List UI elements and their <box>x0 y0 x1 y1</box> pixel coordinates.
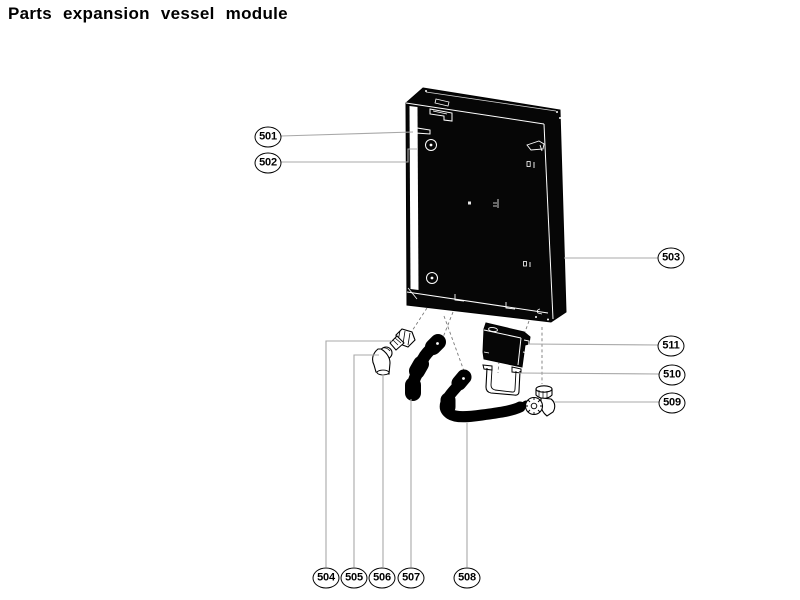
callout-508[interactable]: 508 <box>453 567 481 589</box>
callout-507[interactable]: 507 <box>397 567 425 589</box>
panel-screw-top-icon <box>425 139 437 151</box>
callout-510[interactable]: 510 <box>658 364 686 386</box>
mounting-bracket-top-right-icon <box>526 140 545 152</box>
callout-506[interactable]: 506 <box>368 567 396 589</box>
callout-509[interactable]: 509 <box>658 392 686 414</box>
panel-detail-marks <box>468 161 535 267</box>
callout-504[interactable]: 504 <box>312 567 340 589</box>
leader-lines <box>280 131 660 567</box>
edge-screw-dots <box>425 90 564 321</box>
callout-501[interactable]: 501 <box>254 126 282 148</box>
callout-503[interactable]: 503 <box>657 247 685 269</box>
vessel-body <box>405 87 567 323</box>
callout-505[interactable]: 505 <box>340 567 368 589</box>
u-bracket <box>482 364 522 396</box>
page-title: Parts expansion vessel module <box>8 4 288 23</box>
panel-screw-bottom-icon <box>426 272 438 284</box>
union-elbow-assembly <box>372 328 416 376</box>
hose-long-curved <box>439 369 530 423</box>
callout-502[interactable]: 502 <box>254 152 282 174</box>
union-nut-right-icon <box>535 385 553 399</box>
elbow-fitting-right <box>524 385 556 417</box>
hose-s-shaped <box>405 334 446 401</box>
threaded-pipe-icon <box>389 335 405 351</box>
mounting-bracket-top-left-icon <box>415 98 453 135</box>
callout-511[interactable]: 511 <box>657 335 685 357</box>
ribbed-flange-icon <box>524 396 556 417</box>
small-tank <box>482 322 531 368</box>
